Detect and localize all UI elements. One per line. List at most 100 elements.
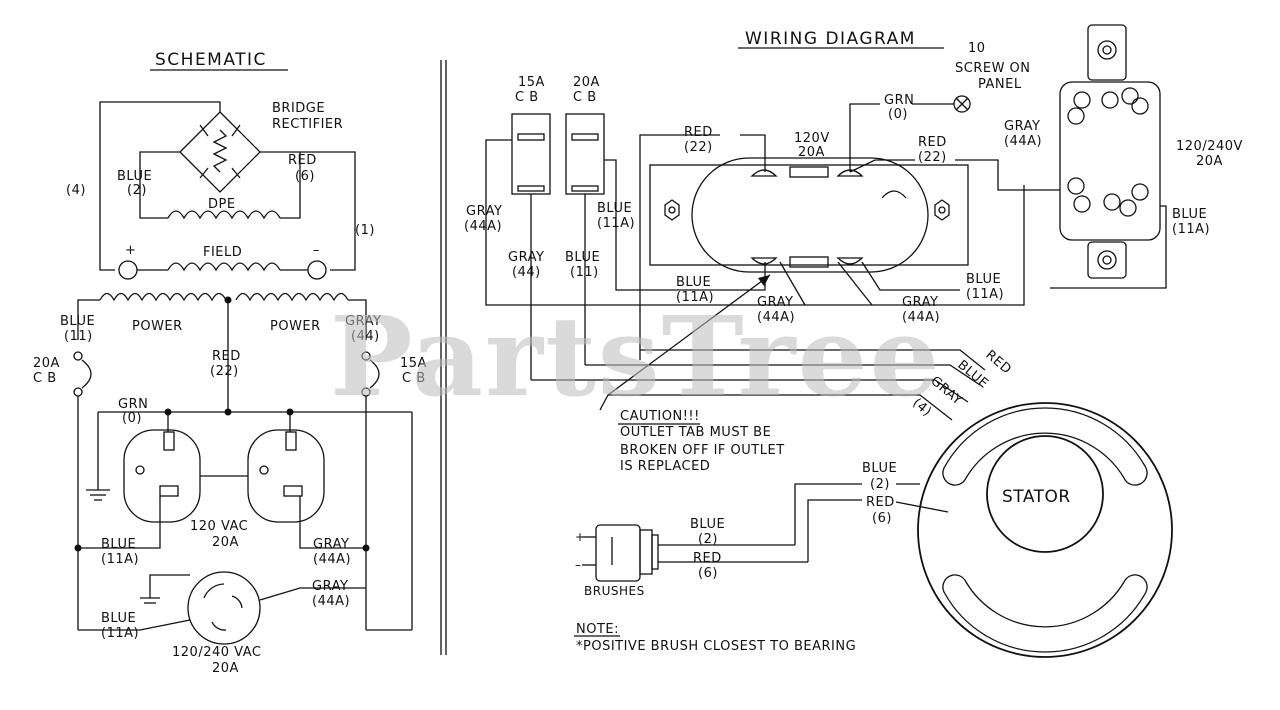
brushes-label: BRUSHES bbox=[584, 584, 645, 598]
note-title: NOTE: bbox=[576, 622, 619, 637]
wiring-outlet-120-label: 120V bbox=[794, 131, 830, 146]
wiring-red-6-stator-label: RED bbox=[866, 495, 895, 510]
wiring-grn-0-num: (0) bbox=[888, 107, 908, 122]
cb-15a-sub: C B bbox=[402, 371, 426, 386]
wiring-blue-2-stator-label: BLUE bbox=[862, 461, 897, 476]
wiring-red-6-stator-num: (6) bbox=[872, 511, 892, 526]
harness-blue bbox=[585, 364, 981, 386]
wiring-panel: WIRING DIAGRAM 15A C B 20A C B GRAY (44A… bbox=[464, 24, 1242, 658]
wire-1 bbox=[260, 151, 356, 271]
gray-44a-lead-1 bbox=[299, 496, 366, 549]
cb-15a-arc bbox=[369, 359, 380, 389]
red-22-lead-b bbox=[849, 159, 915, 173]
wiring-blue-11-label: BLUE bbox=[565, 250, 600, 265]
schematic-blue-2-num: (2) bbox=[127, 183, 147, 198]
stator-lead-red: RED bbox=[982, 348, 1014, 378]
schematic-vac-120-sub: 20A bbox=[212, 535, 239, 550]
schematic-grn-0-num: (0) bbox=[122, 411, 142, 426]
blue-2-run bbox=[794, 483, 862, 545]
wiring-screw-label-3: PANEL bbox=[978, 77, 1022, 92]
dpe-lead-right bbox=[280, 152, 301, 219]
outlet-120v-duplex bbox=[649, 157, 969, 273]
cb-20a-sub: C B bbox=[33, 371, 57, 386]
dpe-coil bbox=[167, 210, 281, 220]
wiring-cb-20a-sub: C B bbox=[573, 90, 597, 105]
wiring-outlet-240-sub: 20A bbox=[1196, 154, 1223, 169]
red-6-run bbox=[807, 499, 862, 562]
wiring-red-6-brush-label: RED bbox=[693, 551, 722, 566]
wiring-red-22-a-num: (22) bbox=[684, 140, 713, 155]
circuit-breaker-15a bbox=[511, 113, 551, 195]
schematic-blue-11a-1-label: BLUE bbox=[101, 537, 136, 552]
wiring-gray-44a-left-num: (44A) bbox=[464, 219, 502, 234]
caution-line-2: BROKEN OFF IF OUTLET bbox=[620, 443, 785, 458]
dpe-lead-left bbox=[139, 151, 180, 219]
wiring-screw-label-2: SCREW ON bbox=[955, 61, 1031, 76]
wiring-blue-11-num: (11) bbox=[570, 265, 599, 280]
blue-11a-far-lead bbox=[1050, 205, 1167, 289]
gray-44a-mid2-lead bbox=[837, 261, 873, 306]
gray-44a-lead-2 bbox=[259, 587, 366, 601]
wiring-title: WIRING DIAGRAM bbox=[745, 29, 916, 49]
wiring-cb-20a-label: 20A bbox=[573, 75, 600, 90]
wiring-red-22-b-label: RED bbox=[918, 135, 947, 150]
cb-20a-top bbox=[73, 351, 83, 361]
field-neg-label: – bbox=[313, 243, 320, 258]
power-right-label: POWER bbox=[270, 319, 321, 334]
grn-0-lead bbox=[849, 103, 880, 172]
field-pos-label: + bbox=[125, 243, 136, 258]
stator-label: STATOR bbox=[1002, 487, 1071, 507]
wiring-gray-44a-left-label: GRAY bbox=[466, 204, 502, 219]
wiring-blue-11a-mid-label: BLUE bbox=[676, 275, 711, 290]
caution-line-3: IS REPLACED bbox=[620, 459, 710, 474]
partstree-watermark: PartsTree bbox=[330, 292, 942, 421]
caution-title: CAUTION!!! bbox=[620, 409, 700, 424]
schematic-blue-2-label: BLUE bbox=[117, 169, 152, 184]
schematic-gray-44-label: GRAY bbox=[345, 314, 381, 329]
schematic-blue-11a-2-label: BLUE bbox=[101, 611, 136, 626]
panel-screw-icon bbox=[953, 95, 971, 113]
schematic-red-22-label: RED bbox=[212, 349, 241, 364]
wiring-red-22-a-label: RED bbox=[684, 125, 713, 140]
power-coil-left bbox=[99, 292, 227, 302]
schematic-red-6-num: (6) bbox=[295, 169, 315, 184]
schematic-red-22-num: (22) bbox=[210, 364, 239, 379]
red-22-lead-a bbox=[639, 134, 720, 360]
schematic-gray-44a-2-label: GRAY bbox=[312, 579, 348, 594]
outlet-120v-right bbox=[247, 429, 325, 523]
power-left-label: POWER bbox=[132, 319, 183, 334]
dpe-label: DPE bbox=[208, 197, 236, 212]
wire-1-label: (1) bbox=[355, 223, 375, 238]
wiring-cb-15a-label: 15A bbox=[518, 75, 545, 90]
cb-20a-arc bbox=[81, 359, 92, 389]
red-22-lead-b-end bbox=[955, 159, 1060, 191]
wiring-cb-15a-sub: C B bbox=[515, 90, 539, 105]
wiring-grn-0-label: GRN bbox=[884, 93, 914, 108]
cb-20a-bottom bbox=[73, 387, 83, 397]
ground-240 bbox=[149, 574, 190, 598]
stator-symbol bbox=[917, 402, 1173, 658]
wiring-blue-11a-far-num: (11A) bbox=[1172, 222, 1210, 237]
cb-20a-label: 20A bbox=[33, 356, 60, 371]
note-text: *POSITIVE BRUSH CLOSEST TO BEARING bbox=[576, 639, 856, 654]
wiring-blue-2-brush-num: (2) bbox=[698, 532, 718, 547]
schematic-vac-240-label: 120/240 VAC bbox=[172, 645, 261, 660]
caution-arrowhead bbox=[758, 275, 770, 286]
wiring-red-22-b-num: (22) bbox=[918, 150, 947, 165]
bridge-rectifier-label-1: BRIDGE bbox=[272, 101, 325, 116]
cb-15a-top bbox=[361, 351, 371, 361]
outlet-240v-twistlock bbox=[187, 571, 261, 645]
schematic-blue-11a-1-num: (11A) bbox=[101, 552, 139, 567]
harness-gray bbox=[531, 379, 969, 403]
field-label: FIELD bbox=[203, 245, 242, 260]
wiring-gray-44a-right-num: (44A) bbox=[1004, 134, 1042, 149]
power-lead-right bbox=[348, 299, 367, 340]
wiring-outlet-120-sub: 20A bbox=[798, 145, 825, 160]
stator-lead-blue: BLUE bbox=[954, 358, 991, 392]
wiring-gray-44a-right-label: GRAY bbox=[1004, 119, 1040, 134]
bridge-rectifier-symbol bbox=[179, 111, 261, 193]
wire-4-label: (4) bbox=[66, 183, 86, 198]
brush-neg-label: – bbox=[575, 558, 582, 572]
wiring-gray-44a-mid1-label: GRAY bbox=[757, 295, 793, 310]
